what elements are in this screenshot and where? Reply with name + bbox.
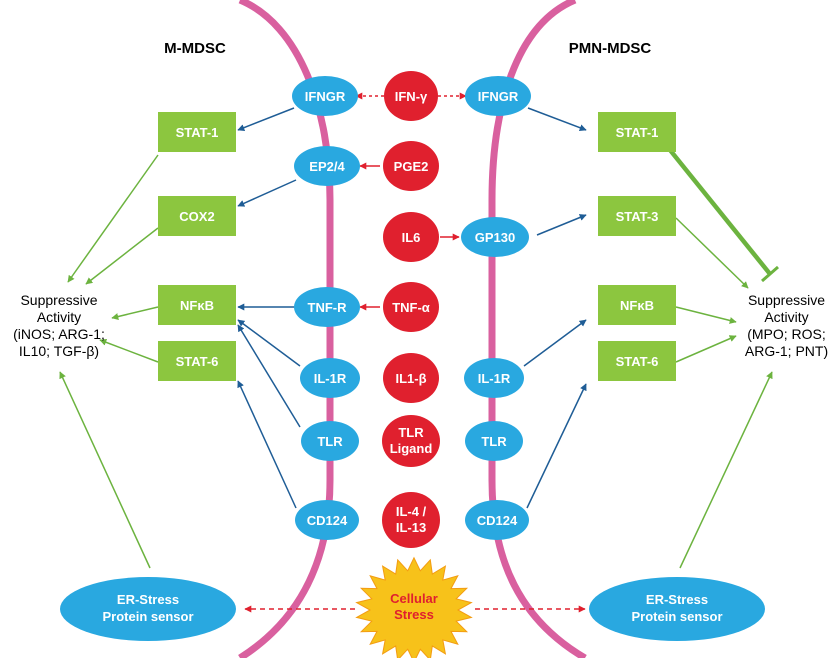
tlr-left-label: TLR bbox=[317, 434, 343, 449]
ep24-cox2-arrow bbox=[237, 179, 297, 207]
stat1-inhibition-bar bbox=[761, 265, 779, 283]
cd124-left-receptor: CD124 bbox=[295, 500, 359, 540]
il1r-left-label: IL-1R bbox=[314, 371, 347, 386]
stat6-left-label: STAT-6 bbox=[176, 354, 219, 369]
ep24-label: EP2/4 bbox=[309, 159, 345, 174]
stat6-right-label: STAT-6 bbox=[616, 354, 659, 369]
il4-line2: IL-13 bbox=[396, 520, 426, 535]
m-mdsc-title: M-MDSC bbox=[164, 40, 226, 57]
tnfa-label: TNF-α bbox=[392, 300, 430, 315]
er-stress-right-line2: Protein sensor bbox=[631, 609, 722, 624]
pge2-label: PGE2 bbox=[394, 159, 429, 174]
tlr-ligand-line2: Ligand bbox=[390, 441, 433, 456]
tlr-right-label: TLR bbox=[481, 434, 507, 449]
il1r-right-receptor: IL-1R bbox=[464, 358, 524, 398]
tlr-nfkb-left-arrow bbox=[237, 324, 301, 428]
stat3-label: STAT-3 bbox=[616, 209, 659, 224]
right-cell-membrane bbox=[488, 0, 587, 658]
stat3-suppressive-right-arrow bbox=[675, 217, 749, 289]
left-suppressive-line1: Suppressive bbox=[20, 292, 98, 308]
ifngr-left-receptor: IFNGR bbox=[292, 76, 358, 116]
ifng-label: IFN-γ bbox=[395, 89, 428, 104]
er-stress-right-sensor: ER-Stress Protein sensor bbox=[589, 577, 765, 641]
left-suppressive-line4: IL10; TGF-β) bbox=[18, 343, 100, 359]
stat1-right-label: STAT-1 bbox=[616, 125, 659, 140]
ifngr-stat1-left-arrow bbox=[237, 107, 295, 131]
cox2-suppressive-left-arrow bbox=[85, 227, 159, 285]
er-suppressive-left-arrow bbox=[59, 371, 151, 569]
gp130-stat3-arrow bbox=[536, 214, 587, 236]
cellular-stress-line2: Stress bbox=[394, 607, 434, 622]
nfkb-suppressive-left-arrow bbox=[111, 306, 159, 320]
ifngr-left-label: IFNGR bbox=[305, 89, 346, 104]
er-stress-left-line1: ER-Stress bbox=[117, 592, 179, 607]
tlr-ligand-line1: TLR bbox=[398, 425, 424, 440]
right-suppressive-line2: Activity bbox=[764, 309, 809, 325]
il1r-nfkb-right-arrow bbox=[523, 319, 587, 367]
er-suppressive-right-arrow bbox=[679, 371, 773, 569]
cd124-right-label: CD124 bbox=[477, 513, 518, 528]
tlr-left-receptor: TLR bbox=[301, 421, 359, 461]
tnfr-label: TNF-R bbox=[308, 300, 348, 315]
cellular-stress-burst: Cellular Stress bbox=[355, 556, 473, 658]
left-suppressive-line3: (iNOS; ARG-1; bbox=[13, 326, 105, 342]
stat6-left-box: STAT-6 bbox=[158, 341, 236, 381]
il6-label: IL6 bbox=[402, 230, 421, 245]
tlr-ligand: TLR Ligand bbox=[382, 415, 440, 467]
nfkb-left-box: NFκB bbox=[158, 285, 236, 325]
er-stress-left-line2: Protein sensor bbox=[102, 609, 193, 624]
ifngr-right-label: IFNGR bbox=[478, 89, 519, 104]
stat6-suppressive-right-arrow bbox=[675, 335, 737, 363]
tnfr-receptor: TNF-R bbox=[294, 287, 360, 327]
il1b-ligand: IL1-β bbox=[383, 353, 439, 403]
stat1-suppressive-left-arrow bbox=[67, 154, 159, 283]
nfkb-left-label: NFκB bbox=[180, 298, 214, 313]
cd124-stat6-left-arrow bbox=[237, 380, 297, 509]
stat1-inhibits-suppressive-line bbox=[668, 148, 772, 276]
il4-il13-ligand: IL-4 / IL-13 bbox=[382, 492, 440, 548]
stat6-suppressive-left-arrow bbox=[99, 338, 159, 363]
er-stress-right-line1: ER-Stress bbox=[646, 592, 708, 607]
il6-ligand: IL6 bbox=[383, 212, 439, 262]
left-suppressive-activity: Suppressive Activity (iNOS; ARG-1; IL10;… bbox=[0, 292, 118, 360]
cd124-right-receptor: CD124 bbox=[465, 500, 529, 540]
cox2-label: COX2 bbox=[179, 209, 214, 224]
cd124-left-label: CD124 bbox=[307, 513, 348, 528]
il1r-left-receptor: IL-1R bbox=[300, 358, 360, 398]
pmn-mdsc-title: PMN-MDSC bbox=[568, 40, 652, 57]
right-suppressive-line4: ARG-1; PNT) bbox=[744, 343, 829, 359]
cox2-box: COX2 bbox=[158, 196, 236, 236]
nfkb-suppressive-right-arrow bbox=[675, 306, 737, 324]
right-suppressive-activity: Suppressive Activity (MPO; ROS; ARG-1; P… bbox=[738, 292, 835, 360]
pge2-ligand: PGE2 bbox=[383, 141, 439, 191]
stat1-right-box: STAT-1 bbox=[598, 112, 676, 152]
left-suppressive-line2: Activity bbox=[36, 309, 82, 325]
ep24-receptor: EP2/4 bbox=[294, 146, 360, 186]
il1r-right-label: IL-1R bbox=[478, 371, 511, 386]
stat6-right-box: STAT-6 bbox=[598, 341, 676, 381]
tlr-right-receptor: TLR bbox=[465, 421, 523, 461]
ifng-ligand: IFN-γ bbox=[384, 71, 438, 121]
tnfa-ligand: TNF-α bbox=[383, 282, 439, 332]
er-stress-left-sensor: ER-Stress Protein sensor bbox=[60, 577, 236, 641]
il1b-label: IL1-β bbox=[395, 371, 426, 386]
ifngr-right-receptor: IFNGR bbox=[465, 76, 531, 116]
il1r-nfkb-left-arrow bbox=[237, 319, 301, 367]
left-cell-membrane bbox=[238, 0, 334, 658]
cd124-stat6-right-arrow bbox=[526, 383, 587, 509]
nfkb-right-box: NFκB bbox=[598, 285, 676, 325]
il4-line1: IL-4 / bbox=[396, 504, 427, 519]
ifngr-stat1-right-arrow bbox=[527, 107, 587, 132]
gp130-label: GP130 bbox=[475, 230, 515, 245]
stat1-left-box: STAT-1 bbox=[158, 112, 236, 152]
stat1-left-label: STAT-1 bbox=[176, 125, 219, 140]
stress-starburst-shape bbox=[355, 556, 473, 658]
nfkb-right-label: NFκB bbox=[620, 298, 654, 313]
gp130-receptor: GP130 bbox=[461, 217, 529, 257]
cellular-stress-line1: Cellular bbox=[390, 591, 438, 606]
stat3-box: STAT-3 bbox=[598, 196, 676, 236]
right-suppressive-line3: (MPO; ROS; bbox=[747, 326, 826, 342]
right-suppressive-line1: Suppressive bbox=[747, 292, 826, 308]
